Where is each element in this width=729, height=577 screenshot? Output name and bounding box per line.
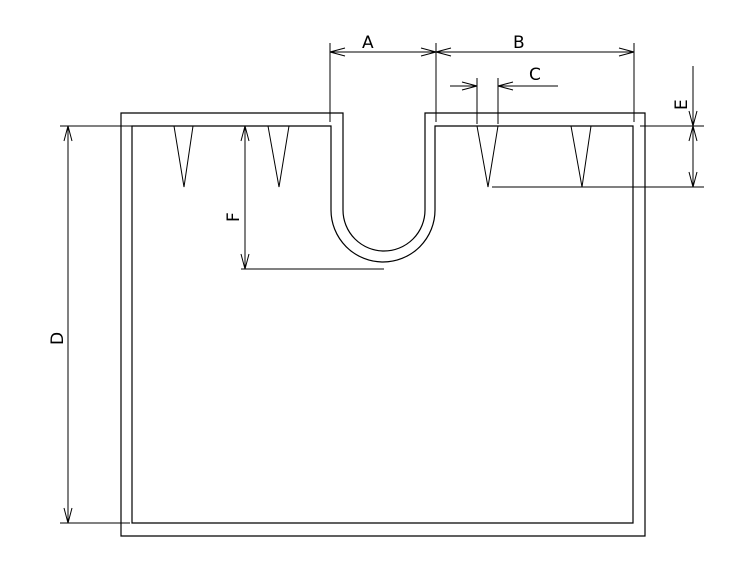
dimension-F: F	[224, 125, 384, 270]
label-D: D	[48, 332, 68, 345]
label-B: B	[513, 33, 525, 53]
dimension-A: A	[329, 33, 437, 122]
label-E: E	[672, 99, 692, 110]
spike-4	[570, 125, 592, 188]
spike-2	[267, 125, 290, 188]
spike-3	[476, 125, 499, 188]
inner-wall	[131, 125, 634, 524]
outer-wall	[120, 112, 646, 537]
dimension-E: E	[492, 66, 704, 188]
label-C: C	[529, 65, 541, 85]
dimension-C: C	[450, 65, 558, 124]
spike-1	[173, 125, 194, 188]
dimension-D: D	[48, 125, 331, 524]
label-F: F	[224, 212, 244, 222]
label-A: A	[362, 33, 374, 53]
dimension-B: B	[435, 33, 635, 122]
